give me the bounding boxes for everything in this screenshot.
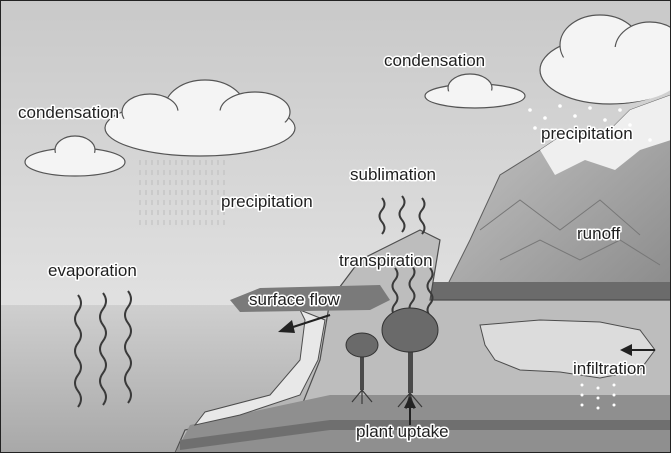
label-condensation-right: condensation <box>384 51 485 70</box>
label-evaporation: evaporation <box>48 261 137 280</box>
label-surface-flow: surface flow <box>249 290 340 309</box>
label-transpiration: transpiration <box>339 251 433 270</box>
label-plant-uptake: plant uptake <box>356 422 449 441</box>
label-condensation-left: condensation <box>18 103 119 122</box>
label-sublimation: sublimation <box>350 165 436 184</box>
label-precipitation-left: precipitation <box>221 192 313 211</box>
label-precipitation-right: precipitation <box>541 124 633 143</box>
forest-band <box>430 282 671 300</box>
label-runoff: runoff <box>577 224 620 243</box>
rain-left <box>135 160 225 230</box>
label-infiltration: infiltration <box>573 359 646 378</box>
